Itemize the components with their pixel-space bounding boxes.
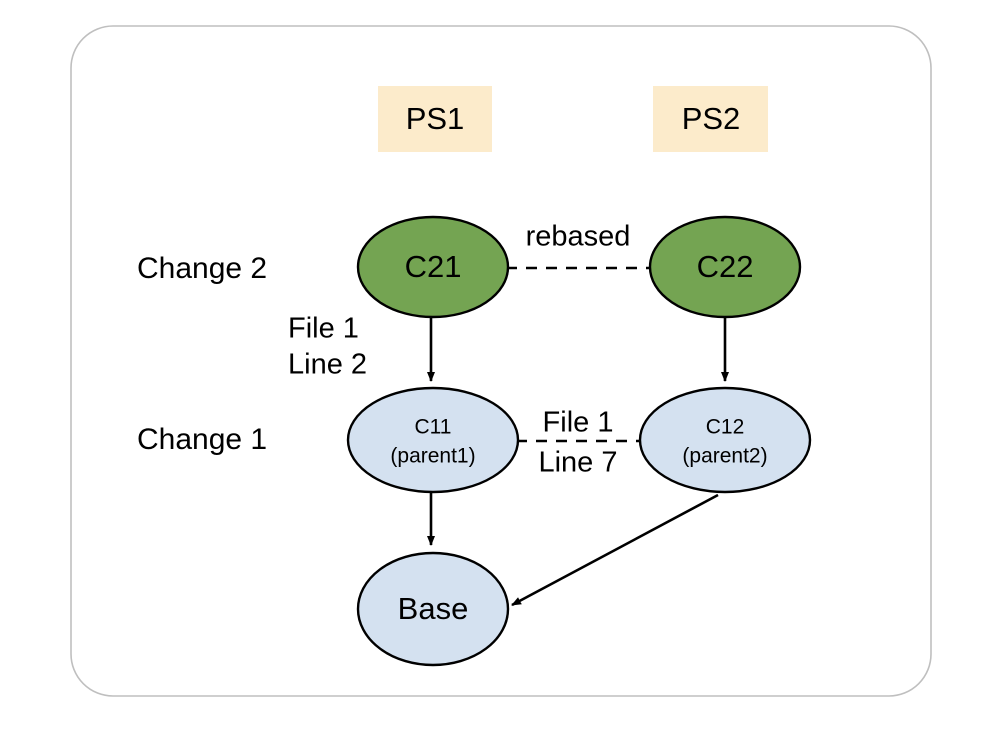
node-c12-label: C12 — [706, 416, 745, 439]
node-c11-label: C11 — [415, 416, 452, 439]
patchset-header-ps2: PS2 — [653, 86, 768, 152]
node-c12[interactable]: C12 (parent2) — [638, 386, 812, 494]
edge-label-c11-c12-top: File 1 — [543, 407, 614, 439]
node-c22-label: C22 — [697, 249, 754, 284]
edge-label-c11-c12-bottom: Line 7 — [538, 447, 617, 479]
patchset-box-ps2 — [653, 86, 768, 152]
edge-label-rebased: rebased — [526, 221, 631, 253]
patchset-label-ps2: PS2 — [682, 101, 741, 136]
row-label-change-2: Change 2 — [137, 252, 267, 285]
node-c12-shape[interactable] — [638, 386, 812, 494]
edge-label-c21-c11-line2: Line 2 — [288, 349, 367, 381]
patchset-box-ps1 — [378, 86, 492, 152]
node-c11-shape[interactable] — [346, 386, 520, 494]
edge-c12-base — [511, 493, 719, 607]
node-base-label: Base — [398, 591, 469, 626]
patchset-label-ps1: PS1 — [406, 101, 465, 136]
node-c22-shape[interactable] — [648, 215, 802, 319]
edge-label-c21-c11-line1: File 1 — [288, 313, 359, 345]
node-c21-label: C21 — [405, 249, 462, 284]
node-c11[interactable]: C11 (parent1) — [346, 386, 520, 494]
node-c22[interactable]: C22 — [648, 215, 802, 319]
node-c12-sublabel: (parent2) — [682, 445, 767, 468]
node-base-shape[interactable] — [356, 551, 510, 667]
node-c21[interactable]: C21 — [356, 215, 510, 319]
patchset-header-ps1: PS1 — [378, 86, 492, 152]
row-label-change-1: Change 1 — [137, 423, 267, 456]
node-c11-sublabel: (parent1) — [390, 445, 475, 468]
diagram-container-frame — [70, 25, 932, 697]
node-base[interactable]: Base — [356, 551, 510, 667]
node-c21-shape[interactable] — [356, 215, 510, 319]
